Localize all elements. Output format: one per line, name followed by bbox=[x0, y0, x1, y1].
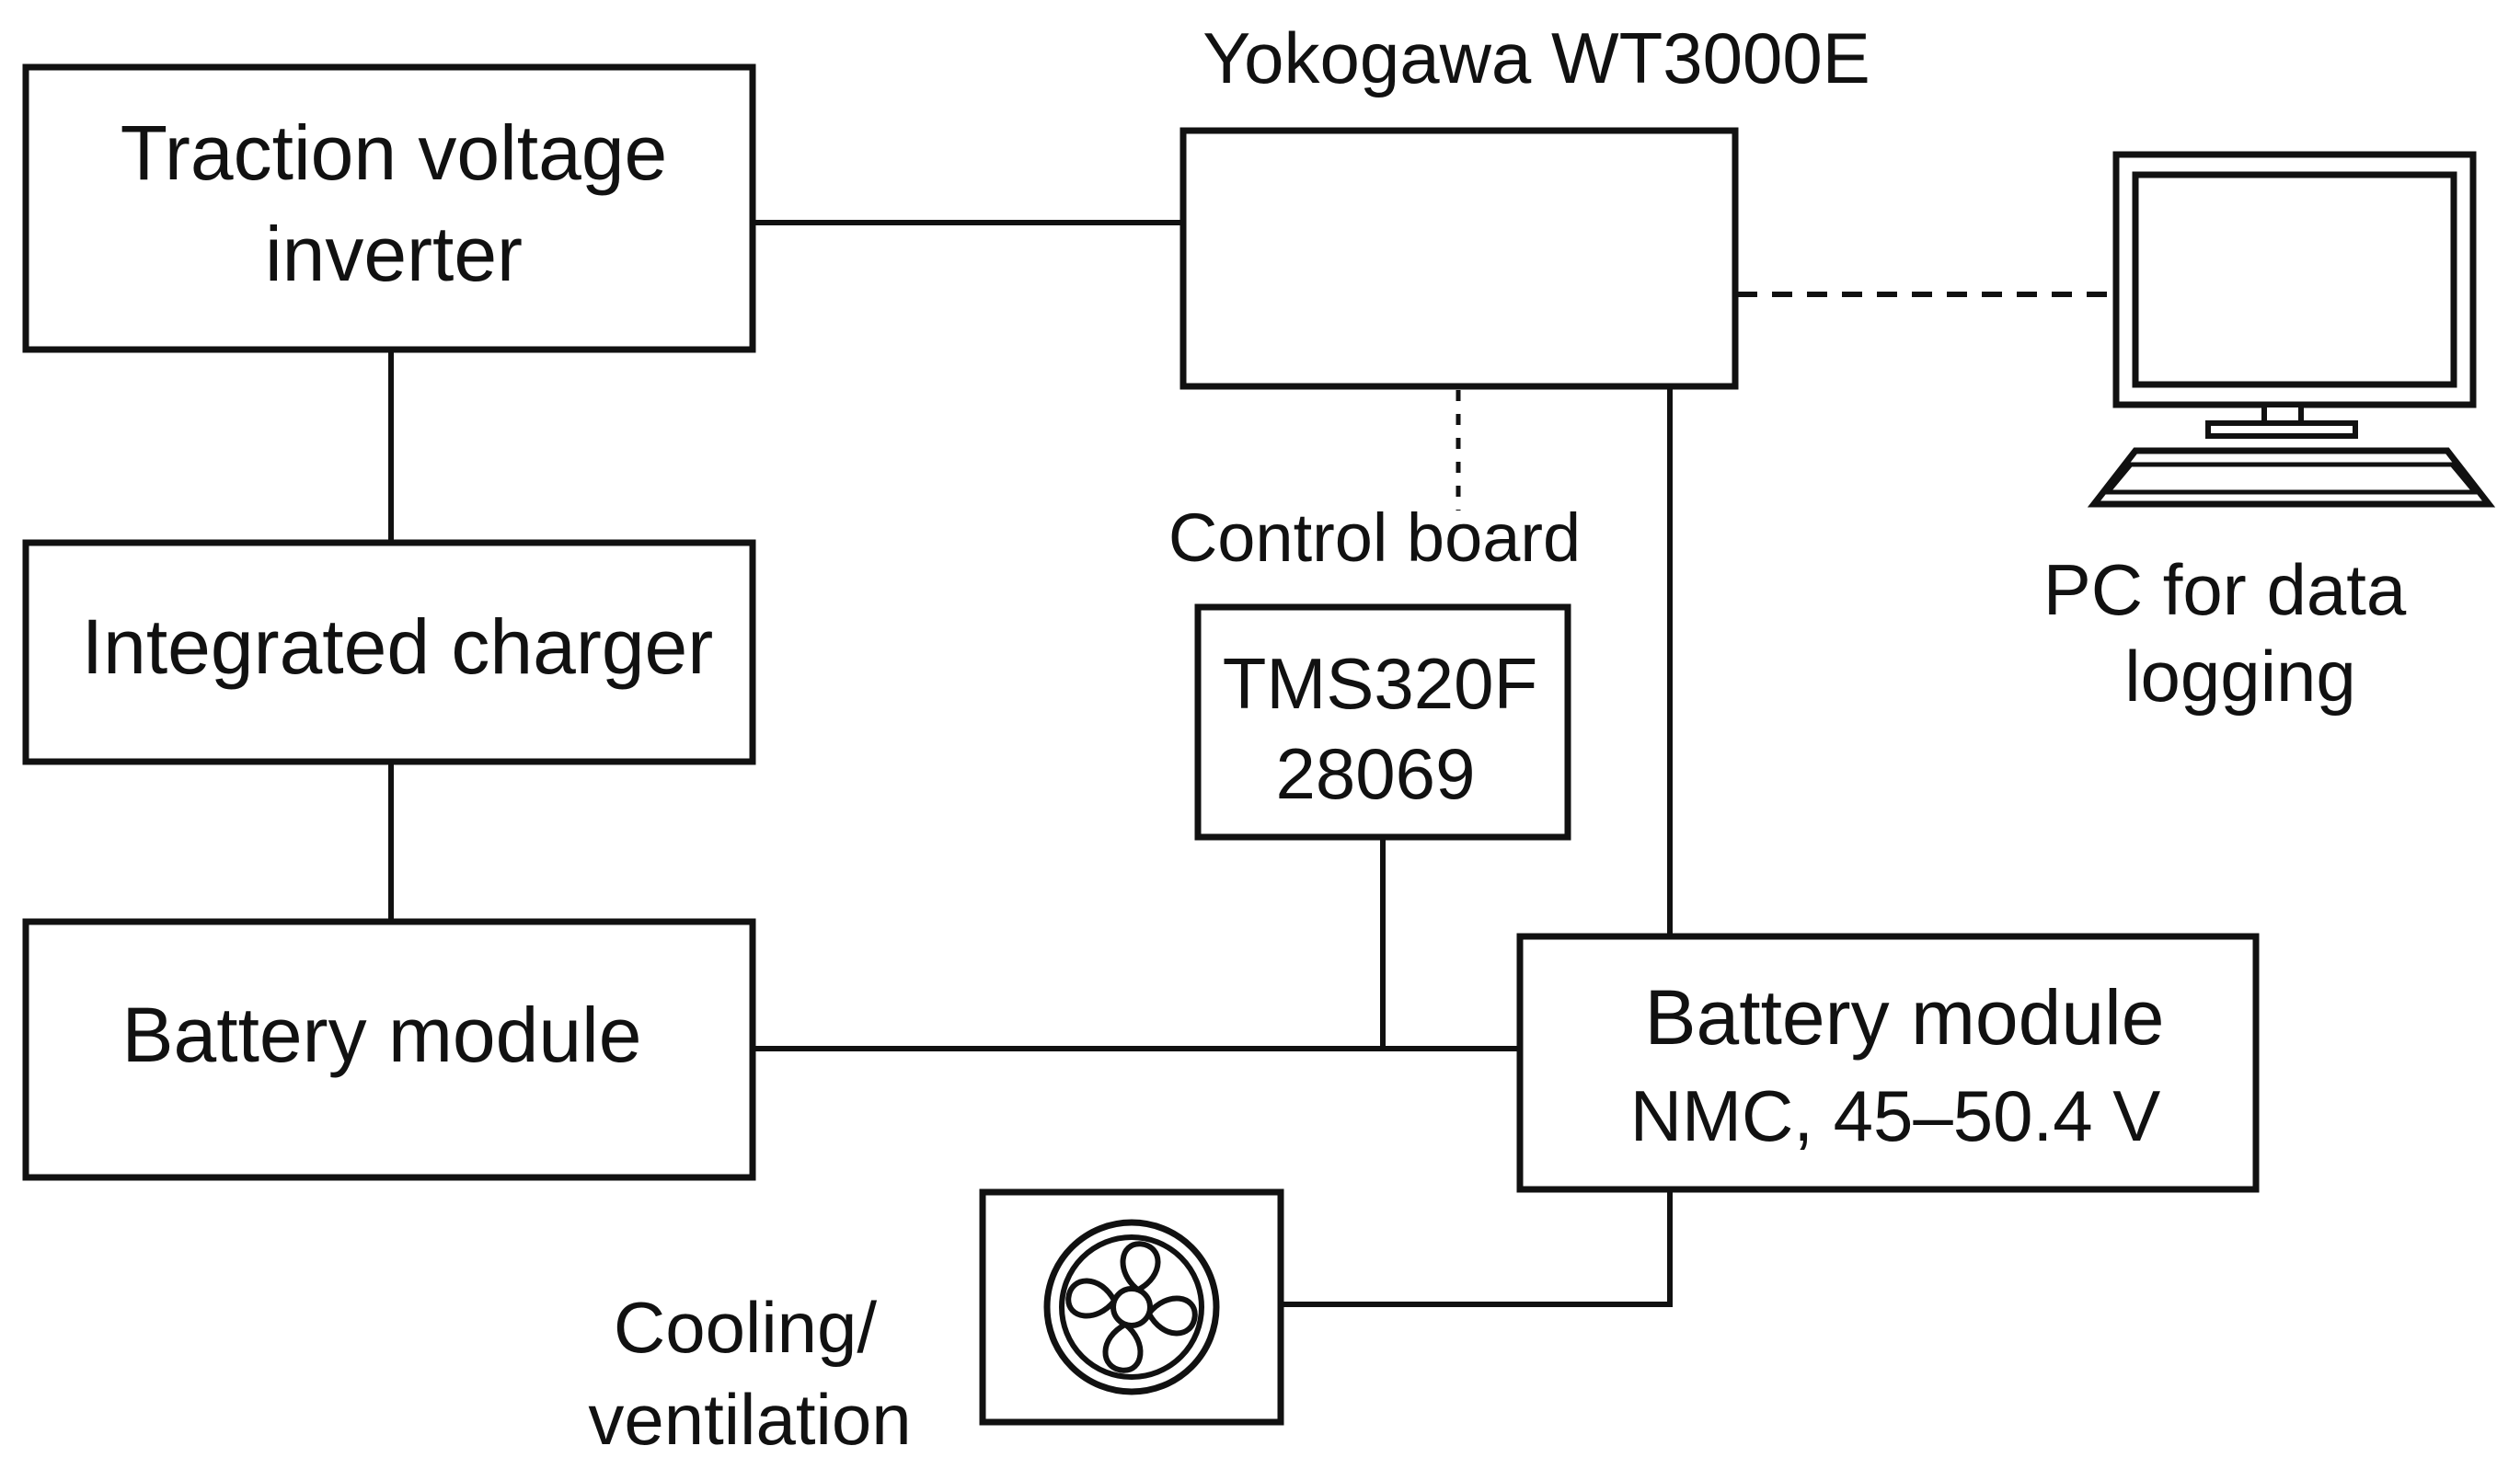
battery-module-left-block: Battery module bbox=[22, 918, 756, 1181]
connections bbox=[388, 220, 2112, 1307]
cooling-label-line2: ventilation bbox=[588, 1379, 911, 1460]
traction-inverter-label-line1: Traction voltage bbox=[121, 109, 668, 196]
cooling-label-line1: Cooling/ bbox=[614, 1287, 878, 1368]
fan-icon bbox=[1043, 1219, 1220, 1395]
control-board-chip-line1: TMS320F bbox=[1223, 643, 1537, 724]
pc-label-line2: logging bbox=[2124, 636, 2356, 717]
control-board-block: Control board TMS320F 28069 bbox=[1168, 499, 1581, 841]
power-analyzer-block: Yokogawa WT3000E bbox=[1179, 17, 1870, 390]
battery-module-right-label-line1: Battery module bbox=[1645, 974, 2165, 1061]
control-board-chip-line2: 28069 bbox=[1276, 733, 1476, 814]
battery-module-right-label-line2: NMC, 45–50.4 V bbox=[1630, 1075, 2161, 1156]
pc-block: PC for data logging bbox=[2043, 151, 2496, 717]
control-board-caption: Control board bbox=[1168, 499, 1581, 576]
pc-label-line1: PC for data bbox=[2043, 549, 2407, 630]
traction-inverter-block: Traction voltage inverter bbox=[22, 63, 756, 353]
computer-monitor-icon bbox=[2087, 151, 2496, 508]
integrated-charger-label: Integrated charger bbox=[82, 603, 713, 690]
cooling-block: Cooling/ ventilation bbox=[588, 1188, 1284, 1460]
battery-module-right-block: Battery module NMC, 45–50.4 V bbox=[1516, 933, 2260, 1193]
battery-module-left-label: Battery module bbox=[122, 992, 642, 1078]
traction-inverter-label-line2: inverter bbox=[265, 211, 523, 297]
integrated-charger-block: Integrated charger bbox=[22, 539, 756, 765]
power-analyzer-label: Yokogawa WT3000E bbox=[1202, 17, 1870, 98]
wire-battery-right-to-cooling bbox=[1281, 1189, 1673, 1307]
